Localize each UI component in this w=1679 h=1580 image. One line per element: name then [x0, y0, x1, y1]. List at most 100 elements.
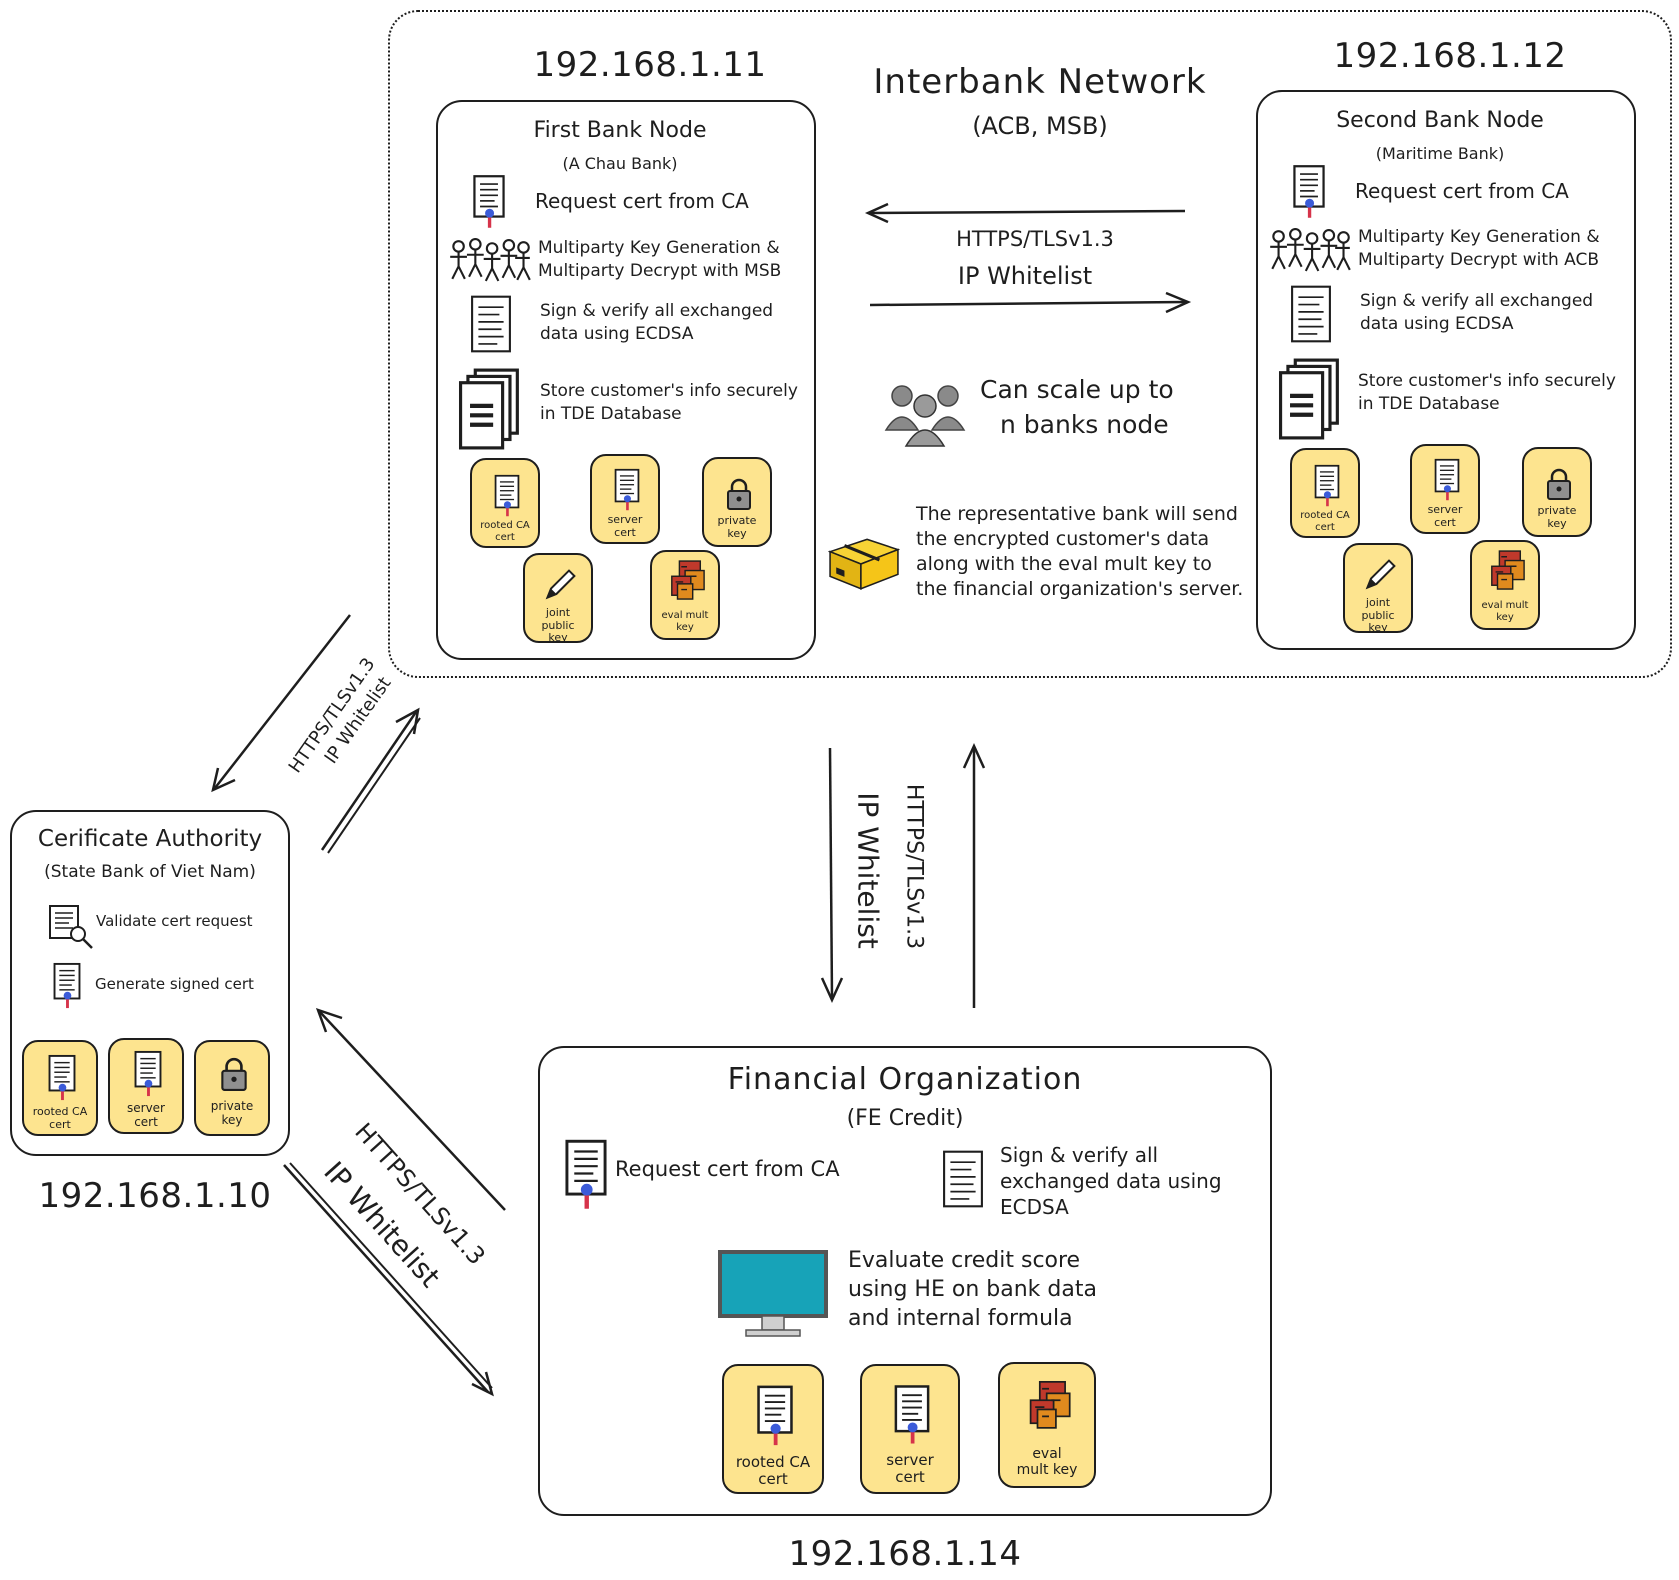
bank1-card-eval-mult-key: eval mult key: [650, 550, 720, 640]
interbank-right-arrow: [869, 291, 1192, 314]
interbank-fin-protocol: HTTPS/TLSv1.3: [901, 783, 927, 950]
ca-title: Cerificate Authority: [37, 826, 263, 852]
card-label: rooted CA cert: [32, 1105, 88, 1131]
bank2-card-server-cert: server cert: [1410, 444, 1480, 534]
card-label: joint public key: [1361, 596, 1395, 635]
card-label: joint public key: [541, 606, 575, 645]
pencil-icon: [1362, 557, 1398, 593]
bank2-ip: 192.168.1.12: [1333, 36, 1567, 76]
ca-card-server-cert: server cert: [108, 1038, 184, 1134]
certificate-icon: [132, 1050, 164, 1098]
bank1-card-server-cert: server cert: [590, 454, 660, 544]
card-label: rooted CA cert: [480, 520, 530, 543]
stick-figures-icon: [448, 238, 532, 282]
fin-ip: 192.168.1.14: [788, 1534, 1022, 1574]
bank2-card-eval-mult-key: eval mult key: [1470, 540, 1540, 630]
ca-generate: Generate signed cert: [95, 975, 254, 993]
bank1-title: First Bank Node: [533, 118, 707, 143]
bank1-store-info: Store customer's info securely in TDE Da…: [540, 381, 798, 424]
card-label: eval mult key: [1016, 1446, 1078, 1479]
lock-icon: [218, 1056, 250, 1092]
card-label: eval mult key: [1481, 600, 1529, 623]
ca-interbank-arrows: [211, 614, 421, 854]
interbank-subtitle: (ACB, MSB): [972, 112, 1108, 140]
eval-mult-key-icon: [1026, 1378, 1072, 1434]
bank2-store-info: Store customer's info securely in TDE Da…: [1358, 371, 1616, 414]
fin-card-eval-mult-key: eval mult key: [998, 1362, 1096, 1488]
lock-icon: [724, 477, 754, 511]
interbank-fin-whitelist: IP Whitelist: [851, 792, 885, 949]
certificate-icon: [612, 468, 642, 512]
certificate-icon: [1432, 458, 1462, 502]
card-label: server cert: [886, 1451, 934, 1487]
bank2-subtitle: (Maritime Bank): [1375, 144, 1505, 163]
certificate-icon: [46, 1054, 78, 1102]
interbank-title: Interbank Network: [873, 62, 1207, 102]
ca-validate: Validate cert request: [96, 912, 253, 930]
eval-mult-key-icon: [1488, 548, 1526, 594]
certificate-icon: [472, 174, 506, 230]
interbank-link-protocol: HTTPS/TLSv1.3: [956, 227, 1114, 251]
scale-note-line1: Can scale up to: [980, 375, 1174, 404]
interbank-left-arrow: [864, 202, 1186, 224]
fin-card-server-cert: server cert: [860, 1364, 960, 1494]
certificate-icon: [52, 962, 82, 1010]
card-label: private key: [210, 1099, 254, 1127]
fin-title: Financial Organization: [727, 1062, 1083, 1097]
ca-card-private-key: private key: [194, 1040, 270, 1136]
interbank-network-region: [388, 10, 1672, 678]
stick-figures-icon: [1268, 228, 1352, 272]
card-label: server cert: [127, 1101, 165, 1129]
bank2-mpc: Multiparty Key Generation & Multiparty D…: [1358, 227, 1600, 270]
card-label: private key: [1537, 504, 1577, 530]
ca-ip: 192.168.1.10: [38, 1176, 272, 1216]
fin-evaluate: Evaluate credit score using HE on bank d…: [848, 1248, 1097, 1331]
card-label: server cert: [1427, 503, 1463, 529]
bank1-card-joint-public-key: joint public key: [523, 553, 593, 645]
card-label: private key: [717, 514, 757, 540]
bank2-card-private-key: private key: [1522, 447, 1592, 537]
bank2-request-cert: Request cert from CA: [1355, 179, 1569, 203]
magnifier-document-icon: [48, 904, 94, 950]
representative-note: The representative bank will send the en…: [916, 503, 1244, 600]
fin-subtitle: (FE Credit): [846, 1106, 964, 1131]
card-label: rooted CA cert: [735, 1453, 811, 1489]
bank1-sign-verify: Sign & verify all exchanged data using E…: [540, 301, 774, 344]
bank1-request-cert: Request cert from CA: [535, 189, 749, 213]
ca-fin-arrows: [283, 1007, 506, 1397]
certificate-icon: [756, 1384, 794, 1448]
scale-note-line2: n banks node: [1000, 410, 1169, 439]
certificate-icon: [492, 474, 522, 518]
document-icon: [1290, 283, 1332, 345]
certificate-icon: [1292, 164, 1326, 220]
fin-sign-verify: Sign & verify all exchanged data using E…: [1000, 1143, 1222, 1219]
document-icon: [470, 293, 512, 355]
interbank-fin-arrows: [820, 742, 986, 1008]
parcel-box-icon: [828, 535, 900, 591]
bank1-ip: 192.168.1.11: [533, 45, 767, 85]
ca-card-rooted-ca: rooted CA cert: [22, 1040, 98, 1136]
eval-mult-key-icon: [668, 558, 706, 604]
card-label: server cert: [607, 513, 643, 539]
certificate-icon: [893, 1384, 931, 1446]
certificate-icon: [1312, 464, 1342, 508]
card-label: rooted CA cert: [1300, 510, 1350, 533]
fin-request-cert: Request cert from CA: [615, 1157, 840, 1181]
database-stack-icon: [1278, 358, 1342, 440]
document-icon: [942, 1148, 984, 1210]
bank1-subtitle: (A Chau Bank): [562, 154, 678, 173]
bank2-sign-verify: Sign & verify all exchanged data using E…: [1360, 291, 1594, 334]
bank2-title: Second Bank Node: [1336, 108, 1544, 133]
bank2-card-joint-public-key: joint public key: [1343, 543, 1413, 635]
ca-subtitle: (State Bank of Viet Nam): [44, 862, 256, 882]
bank2-card-rooted-ca: rooted CA cert: [1290, 448, 1360, 538]
people-group-icon: [880, 380, 970, 450]
bank1-card-rooted-ca: rooted CA cert: [470, 458, 540, 548]
bank1-mpc: Multiparty Key Generation & Multiparty D…: [538, 238, 782, 281]
pencil-icon: [542, 567, 578, 603]
lock-icon: [1544, 467, 1574, 501]
certificate-icon: [564, 1138, 608, 1212]
monitor-icon: [718, 1250, 828, 1340]
database-stack-icon: [458, 368, 522, 450]
fin-card-rooted-ca: rooted CA cert: [722, 1364, 824, 1494]
